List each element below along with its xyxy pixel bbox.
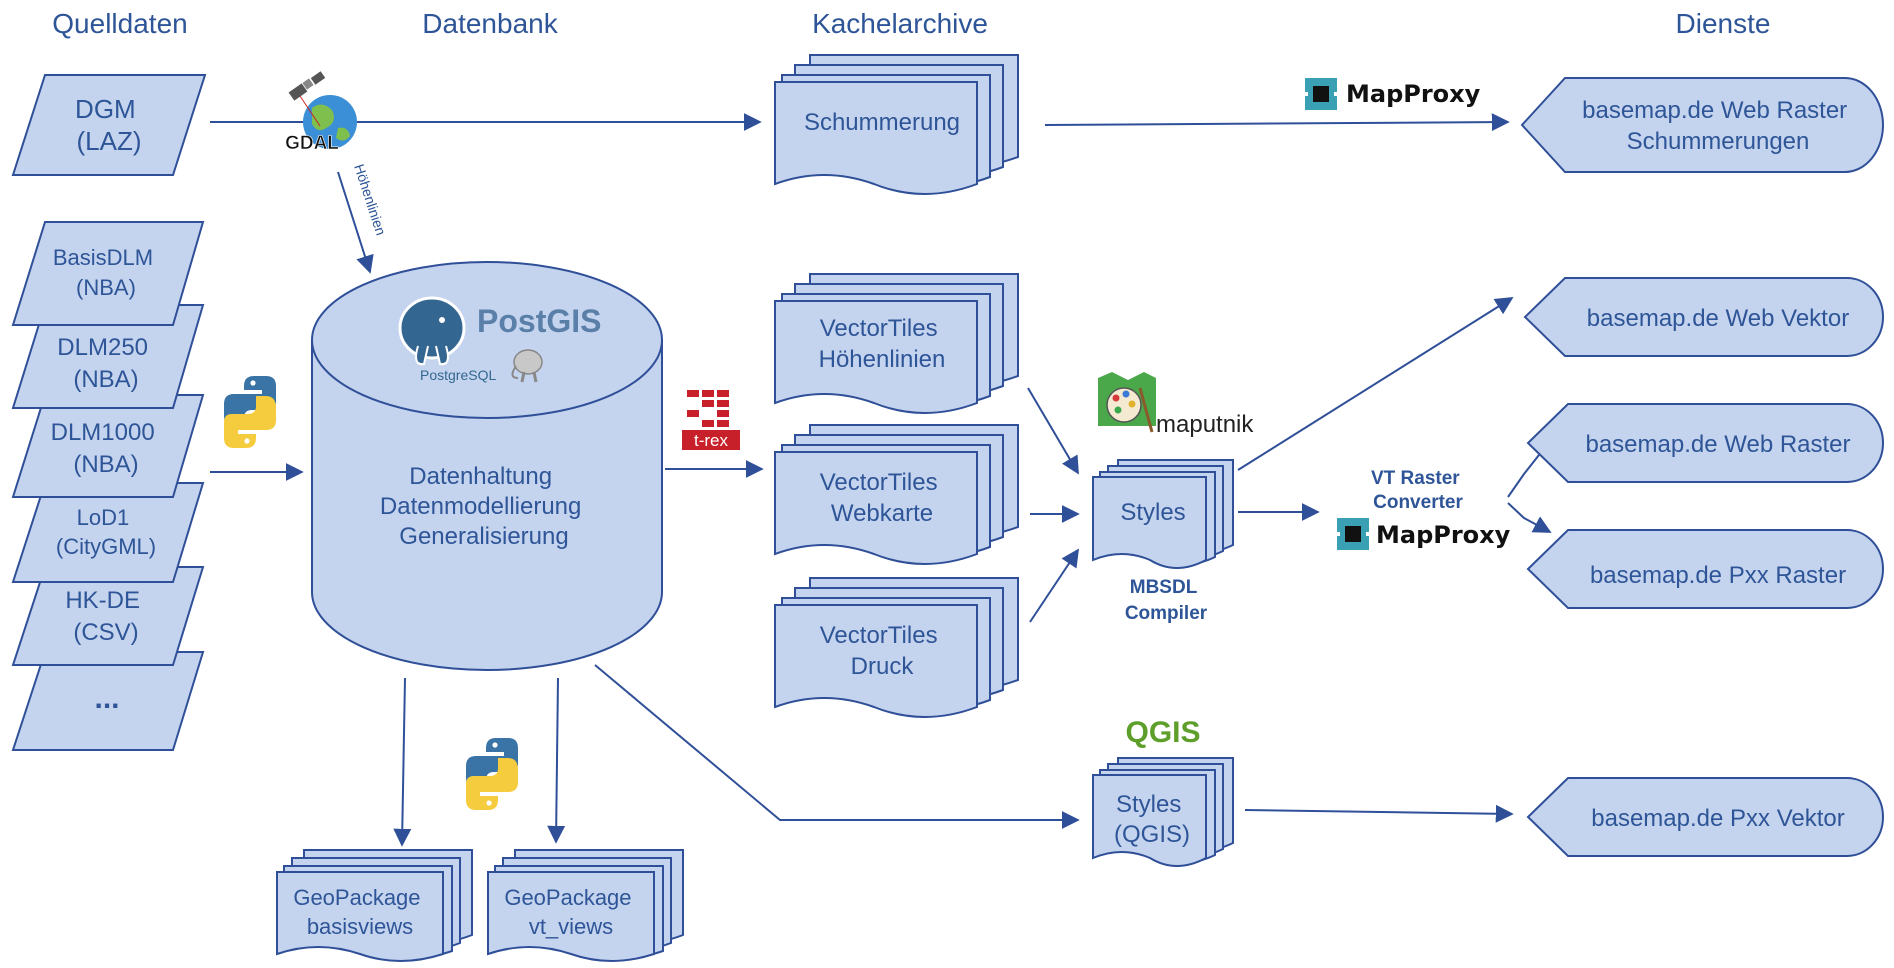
- styles-qgis-label: Styles (QGIS): [1114, 791, 1190, 848]
- archive-vt-druck-label: VectorTiles Druck: [820, 622, 945, 680]
- vt-raster-converter-label: VT Raster Converter: [1371, 468, 1465, 513]
- styles-label: Styles: [1120, 499, 1185, 526]
- source-lod1: LoD1 (CityGML): [11, 482, 205, 583]
- mapproxy-logo-top: MapProxy: [1302, 78, 1481, 110]
- postgresql-logo: PostgreSQL: [398, 296, 496, 383]
- styles-stack: Styles: [1092, 459, 1234, 569]
- elephant-icon: [398, 296, 466, 366]
- service-pxx-raster-label: basemap.de Pxx Raster: [1590, 562, 1846, 589]
- edges: [210, 113, 1552, 847]
- edge-gdal-database: [337, 171, 374, 274]
- edge-vt-druck-styles: [1029, 548, 1079, 623]
- service-web-vektor-label: basemap.de Web Vektor: [1587, 305, 1849, 332]
- maputnik-text: maputnik: [1156, 411, 1254, 438]
- edge-database-gpkg-basisviews: [393, 677, 412, 847]
- source-dgm-label: DGM (LAZ): [75, 94, 143, 156]
- maputnik-logo: maputnik: [1098, 372, 1254, 438]
- edge-label-hoehenlinien: Höhenlinien: [351, 162, 389, 237]
- postgis-logo: PostGIS: [477, 303, 601, 383]
- archive-schummerung-label: Schummerung: [804, 109, 960, 136]
- edge-vt-hoehenlinien-styles: [1027, 387, 1079, 475]
- header-dienste: Dienste: [1676, 8, 1771, 39]
- trex-grid-icon: [687, 390, 729, 427]
- archive-vt-webkarte-label: VectorTiles Webkarte: [820, 469, 945, 527]
- qgis-logo: QGIS: [1125, 716, 1200, 749]
- gpkg-basisviews-label: GeoPackage basisviews: [293, 885, 426, 939]
- python-logo-bottom: [466, 738, 518, 810]
- source-dlm1000-label: DLM1000 (NBA): [51, 419, 162, 478]
- satellite-icon: [288, 71, 326, 127]
- mbsdl-compiler-label: MBSDL Compiler: [1125, 577, 1208, 624]
- database-cylinder: Datenhaltung Datenmodellierung Generalis…: [311, 261, 663, 671]
- gpkg-basisviews: GeoPackage basisviews: [276, 849, 473, 962]
- source-more: ...: [11, 651, 205, 751]
- source-basisdlm: BasisDLM (NBA): [11, 221, 205, 326]
- service-pxx-vektor: basemap.de Pxx Vektor: [1526, 777, 1884, 857]
- edge-styles-qgis-pxx-vektor: [1244, 804, 1514, 823]
- source-dlm1000: DLM1000 (NBA): [11, 394, 205, 498]
- database-label: Datenhaltung Datenmodellierung Generalis…: [380, 463, 588, 550]
- edge-schummerung-service: [1044, 113, 1510, 132]
- gdal-logo: GDAL: [285, 71, 357, 154]
- edge-styles-web-vektor: [1237, 297, 1514, 471]
- service-web-raster: basemap.de Web Raster: [1526, 403, 1884, 483]
- header-datenbank: Datenbank: [422, 8, 558, 39]
- header-kachelarchive: Kachelarchive: [812, 8, 988, 39]
- source-lod1-label: LoD1 (CityGML): [56, 505, 156, 559]
- service-web-raster-label: basemap.de Web Raster: [1585, 431, 1850, 458]
- source-basisdlm-label: BasisDLM (NBA): [53, 245, 159, 300]
- service-pxx-raster: basemap.de Pxx Raster: [1526, 529, 1884, 609]
- trex-text: t-rex: [694, 431, 729, 450]
- postgis-text: PostGIS: [477, 303, 601, 339]
- postgresql-text: PostgreSQL: [420, 367, 496, 383]
- mapproxy-text-top: MapProxy: [1346, 80, 1481, 108]
- service-pxx-vektor-label: basemap.de Pxx Vektor: [1591, 805, 1844, 832]
- mapproxy-text-converter: MapProxy: [1376, 521, 1511, 549]
- archive-vt-webkarte: VectorTiles Webkarte: [774, 424, 1019, 565]
- archive-vt-hoehenlinien-label: VectorTiles Höhenlinien: [819, 315, 946, 373]
- gpkg-vt-views: GeoPackage vt_views: [487, 849, 684, 962]
- qgis-text: QGIS: [1125, 716, 1200, 749]
- source-more-label: ...: [94, 682, 119, 715]
- service-web-vektor: basemap.de Web Vektor: [1523, 277, 1884, 357]
- archive-vt-hoehenlinien: VectorTiles Höhenlinien: [774, 273, 1019, 414]
- archive-vt-druck: VectorTiles Druck: [774, 577, 1019, 718]
- source-dgm: DGM (LAZ): [11, 74, 207, 176]
- postgis-elephant-icon: [511, 349, 543, 383]
- header-quelldaten: Quelldaten: [52, 8, 187, 39]
- python-logo: [224, 376, 276, 448]
- edge-database-styles-qgis: [594, 664, 1080, 829]
- service-web-raster-schummerungen: basemap.de Web Raster Schummerungen: [1520, 77, 1884, 173]
- source-hkde: HK-DE (CSV): [11, 566, 205, 666]
- archive-schummerung: Schummerung: [774, 54, 1019, 195]
- mapproxy-logo-converter: MapProxy: [1334, 518, 1511, 550]
- gpkg-vt-views-label: GeoPackage vt_views: [504, 885, 637, 939]
- source-hkde-label: HK-DE (CSV): [65, 587, 146, 646]
- edge-converter-pxx-raster: [1507, 502, 1552, 533]
- styles-qgis-stack: Styles (QGIS): [1092, 757, 1234, 867]
- edge-database-gpkg-vtviews: [547, 677, 566, 844]
- trex-logo: t-rex: [682, 390, 740, 450]
- source-dlm250-label: DLM250 (NBA): [57, 334, 154, 393]
- gdal-text: GDAL: [285, 133, 339, 154]
- source-dlm250: DLM250 (NBA): [11, 304, 205, 409]
- service-web-raster-schummerungen-label: basemap.de Web Raster Schummerungen: [1582, 97, 1854, 155]
